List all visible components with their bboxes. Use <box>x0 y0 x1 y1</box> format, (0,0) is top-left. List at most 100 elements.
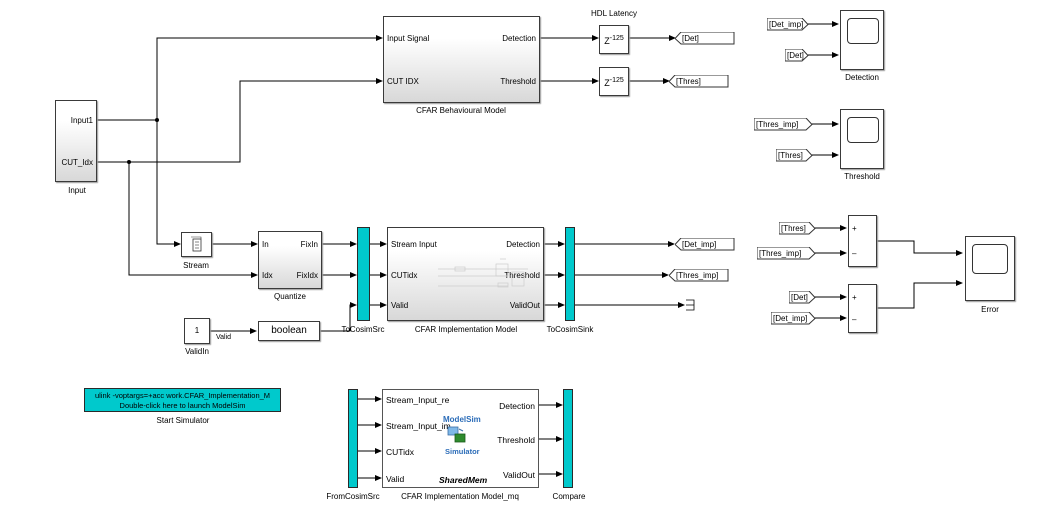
from-label: [Det] <box>791 293 808 302</box>
from-thres-imp-1[interactable]: [Thres_imp] <box>754 118 813 131</box>
compare-block[interactable] <box>563 389 573 488</box>
input-subsystem[interactable]: Input1 CUT_Idx <box>55 100 97 182</box>
from-cosim-src[interactable] <box>348 389 358 488</box>
wire-cutidx-to-quantize <box>128 162 258 278</box>
port-cutidx: CUTidx <box>391 271 418 280</box>
goto-thres-label: [Thres] <box>676 77 701 86</box>
port-detection: Detection <box>506 240 540 249</box>
from-det-imp-1[interactable]: [Det_imp] <box>767 18 809 31</box>
start-sim-command: ulink -voptargs=+acc work.CFAR_Implement… <box>94 391 271 400</box>
from-label: [Det] <box>787 51 804 60</box>
minus-sign: – <box>852 249 857 258</box>
from-det-2[interactable]: [Det] <box>789 291 816 304</box>
delay-exp: -125 <box>609 35 624 42</box>
behavioural-caption: CFAR Behavioural Model <box>416 106 506 115</box>
wire-input1-to-behav <box>97 35 383 121</box>
delay-block-detection[interactable]: Z-125 <box>599 25 629 54</box>
stream-caption: Stream <box>183 261 209 270</box>
subsystem-thumbnail-icon <box>438 258 528 288</box>
from-thres-2[interactable]: [Thres] <box>779 222 816 235</box>
from-label: [Thres] <box>781 224 806 233</box>
port-detection: Detection <box>502 34 536 43</box>
cfar-implementation-model-mq[interactable]: Stream_Input_re Stream_Input_im CUTidx V… <box>382 389 539 488</box>
port-threshold: Threshold <box>500 77 536 86</box>
boolean-label: boolean <box>271 325 307 336</box>
goto-det-imp[interactable]: [Det_imp] <box>675 238 735 251</box>
mq-model-caption: CFAR Implementation Model_mq <box>401 492 519 501</box>
from-label: [Det_imp] <box>769 20 804 29</box>
port-cut-idx: CUT_Idx <box>61 158 93 167</box>
boolean-convert[interactable]: boolean <box>258 321 320 341</box>
sum-detection-error[interactable]: + – <box>848 284 877 333</box>
scope-screen-icon <box>847 117 879 143</box>
port-valid: Valid <box>391 301 409 310</box>
goto-thres[interactable]: [Thres] <box>669 75 729 88</box>
scope-error[interactable] <box>965 236 1015 301</box>
minus-sign: – <box>852 315 857 324</box>
delay-exp: -125 <box>609 77 624 84</box>
delay-block-threshold[interactable]: Z-125 <box>599 67 629 96</box>
to-cosim-sink-caption: ToCosimSink <box>546 325 594 334</box>
port-idx: Idx <box>262 271 273 280</box>
hdl-latency-label: HDL Latency <box>591 9 637 18</box>
port-stream-input-im: Stream_Input_im <box>386 421 451 431</box>
scope-detection[interactable] <box>840 10 884 70</box>
valid-signal-label: Valid <box>216 334 232 341</box>
port-fixidx: FixIdx <box>296 271 318 280</box>
scope-error-caption: Error <box>981 305 999 314</box>
start-simulator-caption: Start Simulator <box>156 416 210 425</box>
port-stream-input: Stream Input <box>391 240 437 249</box>
port-threshold: Threshold <box>504 271 540 280</box>
quantize-caption: Quantize <box>273 292 307 301</box>
cfar-implementation-model[interactable]: Stream Input CUTidx Valid Detection Thre… <box>387 227 544 321</box>
from-det-imp-2[interactable]: [Det_imp] <box>771 312 816 325</box>
delay-z: Z <box>604 78 610 88</box>
from-label: [Thres_imp] <box>759 249 802 258</box>
port-threshold: Threshold <box>497 435 535 445</box>
port-fixin: FixIn <box>300 240 318 249</box>
scope-screen-icon <box>847 18 879 44</box>
port-stream-input-re: Stream_Input_re <box>386 395 450 405</box>
port-input-signal: Input Signal <box>387 34 430 43</box>
sharedmem-label: SharedMem <box>439 475 488 485</box>
goto-det[interactable]: [Det] <box>675 32 735 45</box>
port-cutidx: CUTidx <box>386 447 415 457</box>
from-label: [Thres_imp] <box>756 120 799 129</box>
start-sim-hint: Double-click here to launch ModelSim <box>119 401 246 410</box>
to-cosim-src-caption: ToCosimSrc <box>341 325 385 334</box>
from-det-1[interactable]: [Det] <box>785 49 809 62</box>
from-thres-imp-2[interactable]: [Thres_imp] <box>757 247 816 260</box>
to-cosim-sink[interactable] <box>565 227 575 321</box>
sum-threshold-error[interactable]: + – <box>848 215 877 267</box>
validin-caption: ValidIn <box>185 347 209 356</box>
delay-z: Z <box>604 36 610 46</box>
stream-block[interactable] <box>181 232 212 257</box>
to-cosim-src[interactable] <box>357 227 370 321</box>
wire-input1-to-stream <box>156 120 181 247</box>
modelsim-logo-text: ModelSim <box>443 415 481 424</box>
goto-det-label: [Det] <box>682 34 699 43</box>
terminator-icon <box>686 299 695 311</box>
junction-dot <box>127 160 131 164</box>
validin-constant[interactable]: 1 <box>184 318 210 344</box>
cfar-behavioural-model[interactable]: Input Signal CUT IDX Detection Threshold <box>383 16 540 103</box>
scope-threshold[interactable] <box>840 109 884 169</box>
impl-model-caption: CFAR Implementation Model <box>414 325 518 334</box>
compare-caption: Compare <box>552 492 586 501</box>
from-label: [Det_imp] <box>773 314 808 323</box>
scope-threshold-caption: Threshold <box>844 172 880 181</box>
junction-dot <box>155 118 159 122</box>
plus-sign: + <box>852 224 857 233</box>
scope-screen-icon <box>972 244 1008 274</box>
goto-thres-imp[interactable]: [Thres_imp] <box>669 269 729 282</box>
port-detection: Detection <box>499 401 535 411</box>
stream-icon <box>191 236 202 252</box>
start-simulator-button[interactable]: ulink -voptargs=+acc work.CFAR_Implement… <box>84 388 281 412</box>
port-in: In <box>262 240 269 249</box>
from-thres-1[interactable]: [Thres] <box>776 149 813 162</box>
input-caption: Input <box>68 186 86 195</box>
from-cosim-src-caption: FromCosimSrc <box>326 492 380 501</box>
quantize-subsystem[interactable]: In Idx FixIn FixIdx <box>258 231 322 289</box>
goto-det-imp-label: [Det_imp] <box>682 240 717 249</box>
